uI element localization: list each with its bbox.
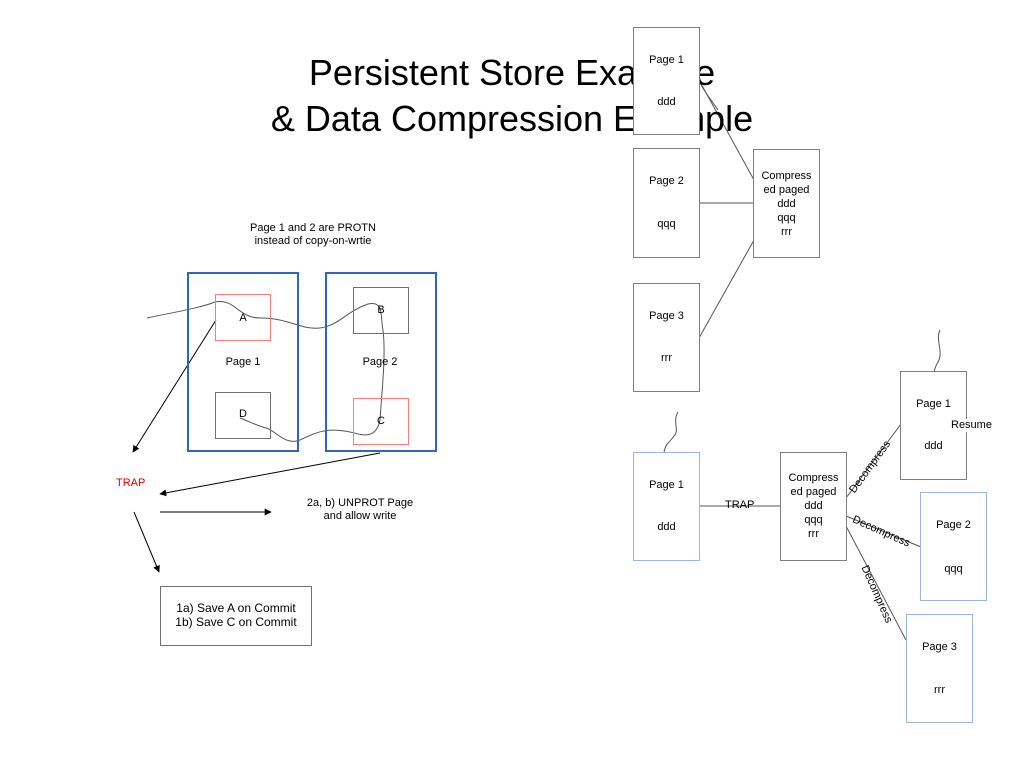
cell-a-label: A (239, 312, 247, 324)
rb-compressed: Compress ed paged ddd qqq rrr (780, 452, 847, 561)
save-line-1: 1a) Save A on Commit (176, 601, 296, 615)
cell-c: C (353, 398, 409, 445)
save-box: 1a) Save A on Commit 1b) Save C on Commi… (160, 586, 312, 646)
line-decompress-3 (845, 525, 907, 641)
protn-note: Page 1 and 2 are PROTN instead of copy-o… (228, 222, 398, 248)
rt-page-3-label: Page 3 (649, 310, 684, 322)
rt-page-3-value: rrr (661, 352, 672, 364)
rt-page-1-label: Page 1 (649, 54, 684, 66)
line-page3-compressed (698, 239, 755, 339)
rt-compressed-line-5: rrr (781, 226, 792, 238)
rb-compressed-line-4: qqq (804, 514, 823, 526)
cell-c-label: C (377, 415, 385, 427)
save-line-2: 1b) Save C on Commit (175, 615, 297, 629)
page-1-label: Page 1 (225, 356, 261, 368)
cell-d: D (215, 392, 271, 439)
line-decompress-1 (845, 423, 902, 499)
page-1-frame (187, 272, 299, 452)
rb-out-page-2-value: qqq (944, 563, 963, 575)
rt-compressed-line-2: ed paged (763, 184, 810, 196)
thread-line (146, 301, 385, 442)
rb-page-1-label: Page 1 (649, 479, 684, 491)
rb-out-page-2-label: Page 2 (936, 519, 971, 531)
page-title: Persistent Store Example & Data Compress… (112, 50, 912, 142)
cell-d-label: D (239, 408, 247, 420)
rt-compressed: Compress ed paged ddd qqq rrr (753, 149, 820, 258)
rb-compressed-line-1: Compress (788, 472, 839, 484)
resume-label: Resume (951, 419, 992, 432)
unprot-line-2: and allow write (323, 510, 397, 522)
page-2-label: Page 2 (362, 356, 398, 368)
rb-compressed-line-5: rrr (808, 528, 819, 540)
rb-out-page-1-label: Page 1 (916, 398, 951, 410)
line-decompress-2 (845, 515, 922, 548)
arrow-to-save (133, 511, 160, 573)
rb-out-page-3: Page 3 rrr (906, 614, 973, 723)
rt-page-1: Page 1 ddd (633, 27, 700, 135)
rb-compressed-line-3: ddd (804, 500, 823, 512)
rt-compressed-line-4: qqq (777, 212, 796, 224)
rb-page-1-value: ddd (657, 521, 676, 533)
rt-compressed-line-3: ddd (777, 198, 796, 210)
arrow-to-trap-from-c (159, 452, 381, 497)
rt-compressed-line-1: Compress (761, 170, 812, 182)
page-2-frame (325, 272, 437, 452)
cell-b: B (353, 287, 409, 334)
title-line-2: & Data Compression Example (270, 98, 754, 139)
rt-page-1-value: ddd (657, 96, 676, 108)
rb-out-page-3-value: rrr (934, 684, 945, 696)
rb-out-page-1-value: ddd (924, 440, 943, 452)
cell-b-label: B (377, 304, 385, 316)
rb-page-1: Page 1 ddd (633, 452, 700, 561)
protn-note-line-2: instead of copy-on-wrtie (254, 235, 372, 247)
rt-page-2: Page 2 qqq (633, 148, 700, 258)
rt-page-3: Page 3 rrr (633, 283, 700, 392)
rb-compressed-line-2: ed paged (790, 486, 837, 498)
rt-page-2-value: qqq (657, 218, 676, 230)
unprot-note: 2a, b) UNPROT Page and allow write (290, 497, 430, 523)
cell-a: A (215, 294, 271, 341)
rb-out-page-2: Page 2 qqq (920, 492, 987, 601)
rt-page-2-label: Page 2 (649, 175, 684, 187)
rb-trap-label: TRAP (725, 499, 755, 511)
arrow-to-trap-from-a (132, 319, 217, 453)
trap-label: TRAP (116, 477, 146, 489)
rb-out-page-3-label: Page 3 (922, 641, 957, 653)
unprot-line-1: 2a, b) UNPROT Page (306, 497, 414, 509)
title-line-1: Persistent Store Example (308, 52, 716, 93)
protn-note-line-1: Page 1 and 2 are PROTN (250, 222, 376, 234)
